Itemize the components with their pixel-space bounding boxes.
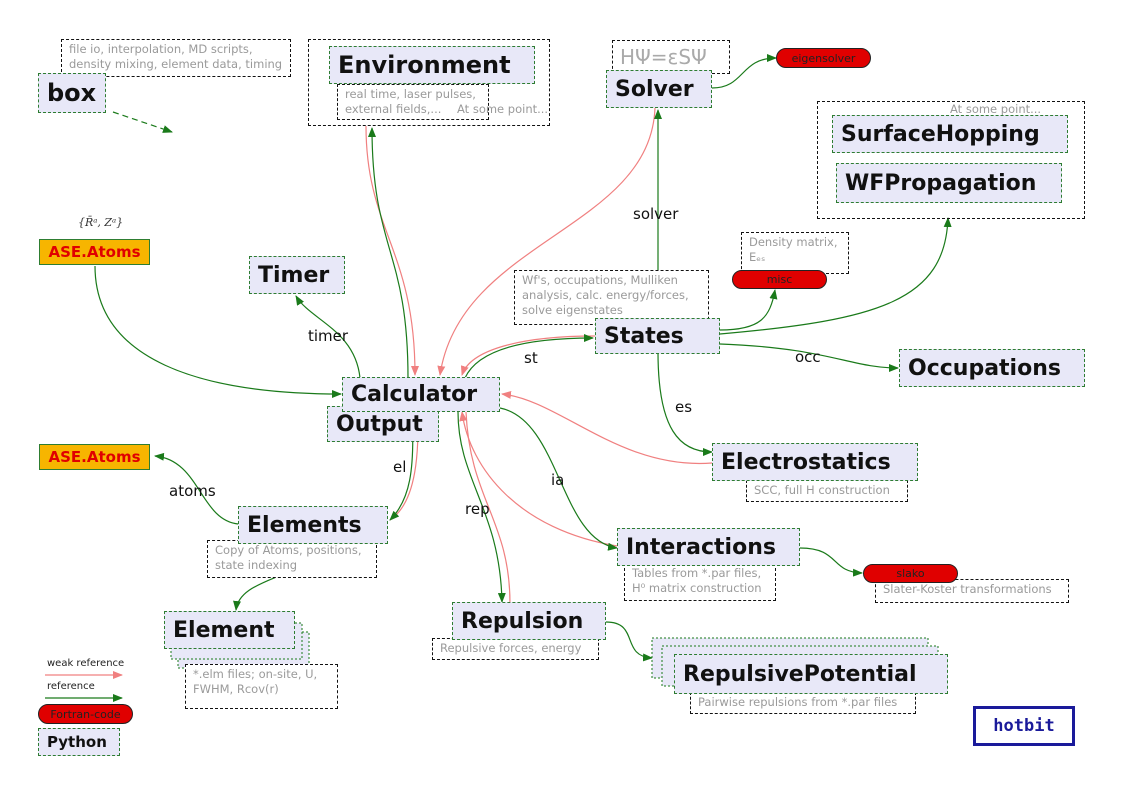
repulsion-node[interactable]: Repulsion — [452, 602, 606, 640]
electrostatics-note: SCC, full H construction — [746, 480, 908, 502]
edge-label-es: es — [675, 398, 693, 416]
interactions-node[interactable]: Interactions — [617, 528, 800, 566]
surface-frame — [817, 101, 1085, 219]
edge-label-occ: occ — [795, 348, 821, 366]
legend-ref-label: reference — [47, 681, 95, 692]
wf-propagation-node[interactable]: WFPropagation — [836, 163, 1062, 203]
ase-atoms-annotation: {R̄ᵃ, Zᵃ} — [78, 216, 124, 229]
slako-pill[interactable]: slako — [863, 564, 958, 583]
states-node[interactable]: States — [595, 318, 720, 354]
ref-calculator-repulsion — [457, 411, 506, 603]
repulsion-note: Repulsive forces, energy — [432, 638, 599, 660]
legend-weak-label: weak reference — [47, 658, 125, 669]
ref-states-occupations — [719, 343, 899, 372]
misc-pill[interactable]: misc — [732, 270, 827, 289]
slako-note: Slater-Koster transformations — [875, 579, 1069, 603]
environment-frame — [308, 39, 550, 126]
elements-note: Copy of Atoms, positions, state indexing — [207, 540, 377, 578]
density-note: Density matrix, Eₑₛ — [741, 232, 849, 274]
environment-note-text: real time, laser pulses, external fields… — [345, 87, 476, 116]
weak-ref-solver-calculator — [437, 107, 656, 376]
weak-ref-repulsion-calculator — [465, 411, 511, 605]
ref-repulsion-potential — [605, 621, 653, 662]
box-note: file io, interpolation, MD scripts, dens… — [61, 39, 291, 77]
edge-label-timer: timer — [308, 327, 349, 345]
ref-calculator-environment — [368, 127, 409, 379]
edge-label-atoms: atoms — [169, 482, 216, 500]
ref-box-dashed — [112, 111, 173, 133]
eigensolver-pill[interactable]: eigensolver — [776, 48, 871, 68]
elements-node[interactable]: Elements — [238, 506, 388, 544]
electrostatics-node[interactable]: Electrostatics — [712, 443, 918, 481]
environment-node[interactable]: Environment — [329, 46, 535, 84]
legend-python-box: Python — [38, 728, 120, 756]
solver-node[interactable]: Solver — [606, 70, 712, 108]
ref-interactions-slako — [799, 547, 863, 577]
environment-note: real time, laser pulses, external fields… — [337, 84, 489, 120]
ref-ase-calculator — [94, 265, 342, 398]
edge-label-el: el — [393, 458, 407, 476]
edge-label-st: st — [524, 349, 538, 367]
legend-fortran-pill: Fortran-code — [38, 704, 133, 724]
ase-atoms-top[interactable]: ASE.Atoms — [39, 239, 150, 265]
weak-ref-states-calculator — [460, 335, 596, 376]
occupations-node[interactable]: Occupations — [899, 349, 1085, 387]
ref-solver-eigensolver — [711, 54, 777, 89]
surface-hopping-node[interactable]: SurfaceHopping — [832, 115, 1068, 153]
weak-ref-electrostatics-calculator — [501, 390, 713, 465]
states-note: Wf's, occupations, Mulliken analysis, ca… — [514, 270, 709, 325]
ref-calculator-timer — [295, 295, 361, 379]
calculator-node[interactable]: Calculator — [342, 377, 500, 412]
repulsive-potential-note: Pairwise repulsions from *.par files — [690, 692, 916, 714]
repulsive-potential-node[interactable]: RepulsivePotential — [674, 654, 948, 694]
hotbit-logo: hotbit — [973, 706, 1075, 746]
edge-label-ia: ia — [551, 471, 565, 489]
ref-calculator-states — [464, 334, 594, 379]
ref-states-surfacehopping — [719, 217, 952, 335]
ref-elements-ase — [154, 452, 239, 525]
timer-node[interactable]: Timer — [249, 256, 345, 294]
weak-ref-environment-calculator — [365, 125, 419, 376]
ref-states-misc — [719, 289, 778, 331]
surface-later-note: At some point... — [950, 102, 1042, 116]
ref-calculator-interactions — [499, 407, 618, 551]
element-note: *.elm files; on-site, U, FWHM, Rcov(r) — [185, 664, 338, 709]
ref-states-electrostatics — [657, 351, 713, 456]
edge-label-rep: rep — [465, 500, 490, 518]
solver-note: HΨ=εSΨ — [612, 40, 730, 74]
interactions-note: Tables from *.par files, H⁰ matrix const… — [624, 563, 776, 601]
weak-ref-interactions-calculator — [459, 411, 618, 547]
ase-atoms-mid[interactable]: ASE.Atoms — [39, 444, 150, 470]
box-node[interactable]: box — [38, 73, 106, 113]
element-node[interactable]: Element — [164, 611, 295, 649]
environment-later-note: At some point... — [457, 102, 549, 116]
edge-label-solver: solver — [633, 205, 679, 223]
